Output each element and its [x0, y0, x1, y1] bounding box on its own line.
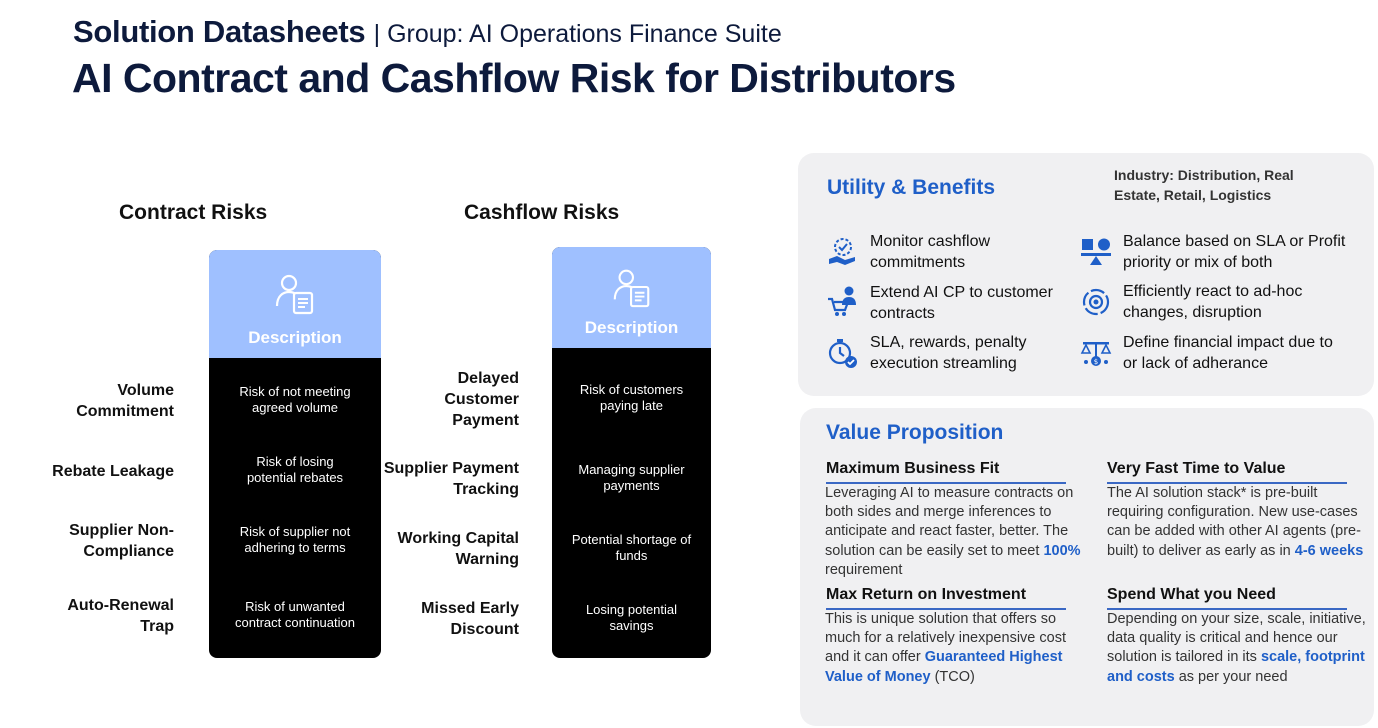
- vp-text-4: Depending on your size, scale, initiativ…: [1107, 610, 1369, 687]
- contract-card-label: Description: [248, 328, 342, 347]
- value-proposition-panel: Value Proposition Maximum Business Fit L…: [800, 408, 1374, 726]
- contract-risks-heading: Contract Risks: [119, 201, 268, 224]
- vp-heading-3: Max Return on Investment: [826, 586, 1027, 603]
- benefit-6: Define financial impact due to or lack o…: [1123, 334, 1333, 372]
- contract-card-header: Description: [209, 250, 381, 358]
- vp-text-1: Leveraging AI to measure contracts on bo…: [825, 484, 1087, 580]
- cart-customer-icon: [828, 286, 856, 316]
- vp-text-4-body: Depending on your size, scale, initiativ…: [1107, 611, 1366, 666]
- benefit-4: Efficiently react to ad-hoc changes, dis…: [1123, 283, 1303, 321]
- group-label: | Group: AI Operations Finance Suite: [373, 20, 782, 48]
- vp-underline-1: [826, 482, 1066, 484]
- vp-highlight-2: 4-6 weeks: [1294, 542, 1364, 559]
- cashflow-desc-1: Risk of customers paying late: [579, 382, 684, 413]
- vp-underline-4: [1107, 608, 1347, 610]
- svg-text:$: $: [1094, 358, 1098, 366]
- industry-label: Industry: Distribution, Real Estate, Ret…: [1114, 167, 1294, 203]
- cashflow-risks-heading: Cashflow Risks: [464, 201, 620, 224]
- vp-text-3: This is unique solution that offers so m…: [825, 610, 1087, 687]
- cashflow-card-label: Description: [584, 318, 679, 337]
- vp-text-2: The AI solution stack* is pre-built requ…: [1107, 484, 1369, 561]
- balance-priority-icon: [1081, 238, 1111, 265]
- person-document-icon: [613, 269, 649, 308]
- contract-risks-card: Description Risk of not meeting agreed v…: [209, 250, 381, 658]
- utility-benefits-panel: Utility & Benefits Industry: Distributio…: [798, 153, 1374, 396]
- cashflow-desc-3: Potential shortage of funds: [571, 532, 692, 563]
- monitor-cashflow-icon: [829, 238, 855, 265]
- vp-heading-1: Maximum Business Fit: [826, 460, 1000, 477]
- benefit-3: Extend AI CP to customer contracts: [870, 284, 1053, 322]
- contract-desc-2: Risk of losing potential rebates: [246, 454, 344, 485]
- vp-underline-2: [1107, 482, 1347, 484]
- vp-highlight-3: Guaranteed Highest Value of Money: [825, 649, 1063, 685]
- vp-text-1-body: Leveraging AI to measure contracts on bo…: [825, 485, 1074, 559]
- person-document-icon: [275, 274, 314, 315]
- stopwatch-sla-icon: [828, 339, 857, 368]
- vp-heading-4: Spend What you Need: [1107, 586, 1276, 603]
- vp-text-2-body: The AI solution stack* is pre-built requ…: [1107, 485, 1361, 559]
- page-title: AI Contract and Cashflow Risk for Distri…: [72, 55, 956, 101]
- utility-title: Utility & Benefits: [827, 176, 996, 199]
- financial-scale-icon: $: [1080, 342, 1112, 366]
- benefit-1: Monitor cashflow commitments: [870, 233, 991, 271]
- vp-text-3-body: This is unique solution that offers so m…: [825, 611, 1066, 666]
- vp-underline-3: [826, 608, 1066, 610]
- contract-desc-4: Risk of unwanted contract continuation: [235, 599, 355, 630]
- cashflow-desc-4: Losing potential savings: [585, 602, 678, 633]
- vp-text-1-tail: requirement: [825, 561, 903, 578]
- contract-desc-3: Risk of supplier not adhering to terms: [239, 524, 351, 555]
- vp-text-3-tail: (TCO): [930, 668, 975, 685]
- series-label: Solution Datasheets: [73, 14, 366, 49]
- datasheet-series-title: Solution Datasheets | Group: AI Operatio…: [73, 14, 782, 50]
- react-changes-icon: [1082, 288, 1110, 316]
- contract-risk-label-1: Volume Commitment: [76, 382, 174, 420]
- cashflow-risk-label-2: Supplier Payment Tracking: [383, 460, 519, 498]
- vp-text-4-tail: as per your need: [1174, 668, 1288, 685]
- value-title: Value Proposition: [826, 421, 1004, 444]
- cashflow-desc-2: Managing supplier payments: [578, 462, 685, 493]
- cashflow-risks-card: Description Risk of customers paying lat…: [552, 247, 711, 658]
- cashflow-risk-label-1: Delayed Customer Payment: [444, 370, 519, 429]
- vp-highlight-4: scale, footprint and costs: [1107, 649, 1365, 685]
- cashflow-risk-label-3: Working Capital Warning: [397, 530, 520, 568]
- benefit-5: SLA, rewards, penalty execution streamli…: [870, 334, 1027, 372]
- vp-heading-2: Very Fast Time to Value: [1107, 460, 1286, 477]
- contract-risk-label-4: Auto-Renewal Trap: [67, 597, 174, 635]
- cashflow-card-header: Description: [552, 247, 711, 348]
- benefit-2: Balance based on SLA or Profit priority …: [1123, 233, 1346, 271]
- contract-risk-label-3: Supplier Non- Compliance: [69, 522, 174, 560]
- contract-risk-label-2: Rebate Leakage: [52, 463, 174, 480]
- vp-highlight-1: 100%: [1043, 542, 1081, 559]
- contract-desc-1: Risk of not meeting agreed volume: [239, 384, 351, 415]
- cashflow-risk-label-4: Missed Early Discount: [421, 600, 519, 638]
